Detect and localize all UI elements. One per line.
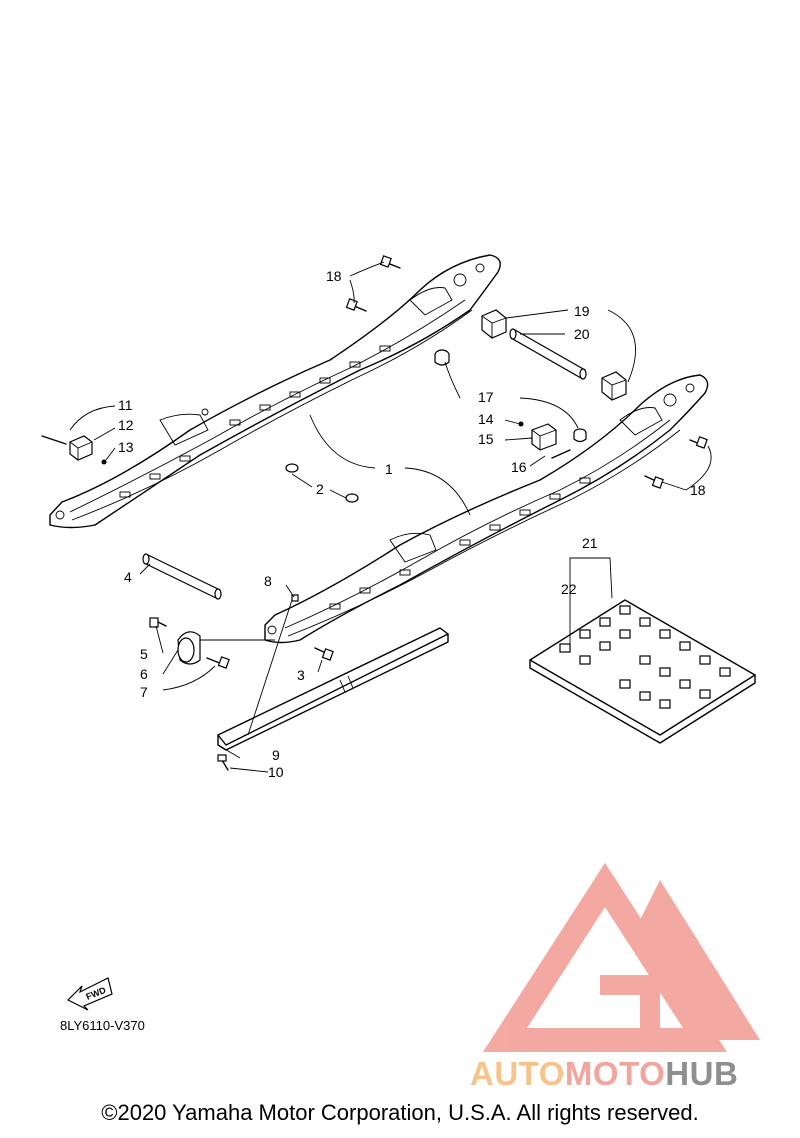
callout-19: 19 <box>574 303 590 319</box>
pin-11 <box>41 435 67 445</box>
stopper-front <box>69 435 93 461</box>
callout-1: 1 <box>385 461 393 477</box>
shaft <box>142 553 222 600</box>
fwd-arrow-icon: FWD <box>66 977 113 1011</box>
bolt-18-right-bottom <box>644 475 664 489</box>
screw-10 <box>217 754 229 771</box>
bolt-3 <box>314 647 334 661</box>
callout-5: 5 <box>140 646 148 662</box>
callout-13: 13 <box>118 439 134 455</box>
collar <box>434 349 450 366</box>
callout-15: 15 <box>478 431 494 447</box>
copyright-notice: ©2020 Yamaha Motor Corporation, U.S.A. A… <box>101 1100 699 1125</box>
bolt-7 <box>206 656 230 669</box>
clip-14 <box>518 421 524 427</box>
bolt-18-right-top <box>689 436 708 449</box>
callout-16: 16 <box>511 459 527 475</box>
stopper <box>531 423 557 451</box>
callout-9: 9 <box>272 747 280 763</box>
wheel <box>177 631 201 665</box>
callout-3: 3 <box>297 667 305 683</box>
slide-rail-left <box>49 254 501 529</box>
callout-10: 10 <box>268 764 284 780</box>
rear-shaft <box>509 328 587 380</box>
callout-22: 22 <box>561 581 577 597</box>
callout-17: 17 <box>478 389 494 405</box>
callout-4: 4 <box>124 569 132 585</box>
washer-2 <box>345 493 359 503</box>
collar-2 <box>573 428 587 443</box>
callout-6: 6 <box>140 666 148 682</box>
slide-runner <box>217 627 449 751</box>
callout-18b: 18 <box>690 482 706 498</box>
watermark-logo-icon <box>482 862 760 1052</box>
callout-14: 14 <box>478 411 494 427</box>
washer <box>285 463 299 473</box>
slide-rail-right <box>264 374 709 644</box>
track-section <box>529 599 756 744</box>
nut-8 <box>291 594 299 602</box>
watermark-brand: AUTOMOTOHUB <box>470 1055 738 1092</box>
brand-auto: AUTO <box>470 1055 565 1092</box>
bolt-18-mid <box>345 298 367 312</box>
callout-2: 2 <box>316 481 324 497</box>
callout-7: 7 <box>140 684 148 700</box>
brand-moto: MOTO <box>565 1055 665 1092</box>
diagram-code: 8LY6110-V370 <box>60 1018 145 1033</box>
leader-lines <box>69 261 712 773</box>
screw-16 <box>551 449 571 459</box>
brand-hub: HUB <box>665 1055 738 1092</box>
callout-21: 21 <box>582 535 598 551</box>
spacer-block-top <box>481 309 507 339</box>
callout-18a: 18 <box>326 268 342 284</box>
clip-13 <box>101 459 107 465</box>
callout-11: 11 <box>118 397 133 413</box>
callout-20: 20 <box>574 326 590 342</box>
bolt-18-top <box>379 255 401 269</box>
bolt-5 <box>149 617 167 628</box>
callout-12: 12 <box>118 417 134 433</box>
callout-8: 8 <box>264 573 272 589</box>
spacer-block-bottom <box>601 371 627 401</box>
callouts: 1 2 3 4 5 6 7 8 9 10 11 12 13 14 15 16 1… <box>118 268 706 780</box>
